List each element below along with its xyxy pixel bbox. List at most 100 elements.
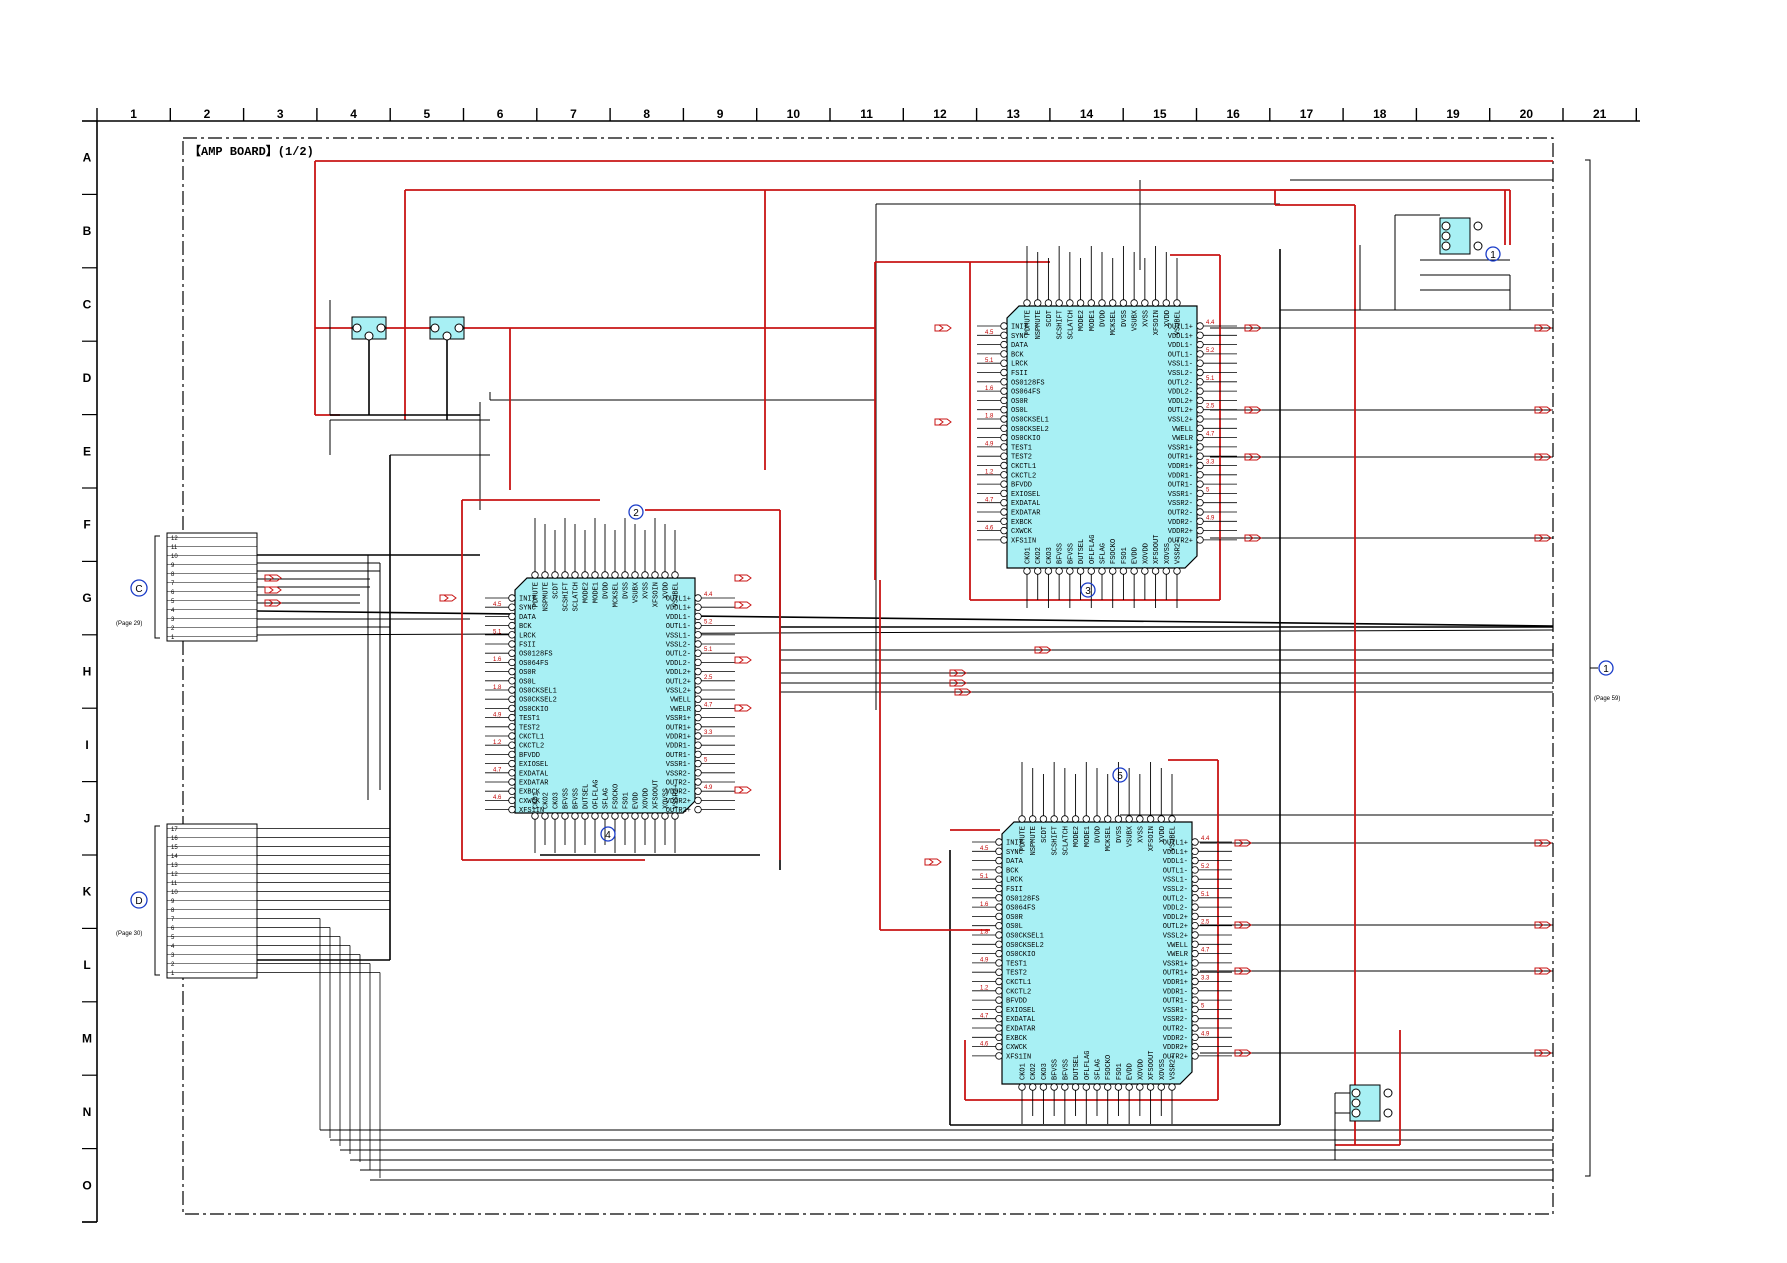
ic-pin-label: VSSL1- — [1168, 361, 1193, 369]
regulator-2 — [429, 316, 465, 341]
ic-pin-label: SFLAG — [1095, 1059, 1103, 1080]
ic-pin-label: VDDR2+ — [1163, 1044, 1188, 1052]
ic-pin-label: VDDL1- — [1168, 342, 1193, 350]
ic-pin-label: TEST1 — [1011, 444, 1032, 452]
ic-pin-label: VSSL1- — [1163, 877, 1188, 885]
ic-pin-label: FSII — [1006, 886, 1023, 894]
column-label: 16 — [1226, 107, 1240, 121]
ic-pin-label: OUTL2- — [1168, 379, 1193, 387]
ic-pin-label: XFS1IN — [519, 807, 544, 815]
ic-pin-label: VSUBX — [1132, 309, 1140, 331]
ic-pin-label: XVDD — [663, 582, 671, 599]
ic-pin-label: BFVDD — [1006, 998, 1027, 1006]
ic-pin-label: CKO2 — [1035, 547, 1043, 564]
ic-pin-label: CKCTL2 — [519, 743, 544, 751]
voltage-label: 1.6 — [980, 902, 989, 908]
voltage-label: 4.9 — [1201, 1031, 1210, 1037]
ic-pin-label: VSSR1+ — [666, 715, 691, 723]
ic-pin-label: VDDL2+ — [666, 669, 691, 677]
voltage-label: 4.9 — [980, 958, 989, 964]
ic-pin-label: VDDL1+ — [1168, 333, 1193, 341]
voltage-label: 4.4 — [704, 592, 713, 598]
ic-pin-label: VSSL2+ — [1168, 417, 1193, 425]
ic-pin-label: DVDD — [603, 582, 611, 599]
column-label: 1 — [130, 107, 137, 121]
ic-pin-label: SCSHIFT — [1057, 310, 1065, 339]
voltage-label: 5.1 — [980, 874, 989, 880]
connector-pin-number: 16 — [171, 836, 178, 842]
row-label: G — [82, 591, 91, 605]
voltage-label: 1.8 — [985, 414, 994, 420]
ic-pin-label: OS0L — [519, 678, 536, 686]
ic-pin-label: XVSS — [1137, 826, 1145, 843]
svg-text:3: 3 — [1085, 586, 1091, 597]
ic-pin-label: PDMUTE — [1020, 826, 1028, 851]
ic-pin-label: VDDL2+ — [1163, 914, 1188, 922]
ic-pin-label: DVDD — [1100, 310, 1108, 327]
ic-pin-label: SYNC — [1006, 849, 1023, 857]
ic-pin-label: FSII — [1011, 370, 1028, 378]
ic-pin-label: DATA — [519, 614, 537, 622]
voltage-label: 1.2 — [980, 986, 989, 992]
ic-pin-label: FSO1 — [1116, 1063, 1124, 1080]
ic-pin-label: CKCTL2 — [1006, 988, 1031, 996]
ic-pin-label: BFVSS — [1067, 543, 1075, 564]
ic-pin-label: VDDL2- — [1163, 905, 1188, 913]
ic-pin-label: NSPMUTE — [1035, 310, 1043, 339]
ic-pin-label: VDDL1+ — [666, 605, 691, 613]
ic-pin-label: CXWCK — [519, 798, 541, 806]
ic-pin-label: DATA — [1011, 342, 1029, 350]
ic-pin-label: CXWCK — [1006, 1044, 1028, 1052]
row-label: K — [83, 885, 92, 899]
voltage-label: 1.8 — [980, 930, 989, 936]
ic-pin-label: OUTL2- — [1163, 895, 1188, 903]
ic-pin-label: CKO2 — [543, 792, 551, 809]
marker-2: 2 — [628, 504, 644, 520]
voltage-label: 4.9 — [1206, 515, 1215, 521]
black-wiring — [256, 179, 1554, 1181]
ic-pin-label: NSPMUTE — [543, 582, 551, 611]
ic-pin-label: VSUBX — [1127, 825, 1135, 847]
ic-pin-label: SYNC — [1011, 333, 1028, 341]
connector-pin-number: 3 — [171, 953, 175, 959]
ic-pin-label: VDDR2+ — [666, 798, 691, 806]
ic-pin-label: OUTL2+ — [1163, 923, 1188, 931]
output-bracket — [1585, 159, 1591, 1177]
out1-connector-circle — [1598, 660, 1614, 676]
ic-pin-label: VDDL1- — [1163, 858, 1188, 866]
ic-pin-label: FSO1 — [1121, 547, 1129, 564]
ic-pin-label: VDDR1+ — [666, 734, 691, 742]
ic-pin-label: VWELL — [1172, 426, 1193, 434]
voltage-label: 5 — [1201, 1003, 1205, 1009]
ic-pin-label: DUTSEL — [1078, 539, 1086, 564]
voltage-label: 5.1 — [493, 630, 502, 636]
ic-pin-label: OFLFLAG — [1089, 535, 1097, 564]
voltage-label: 4.9 — [493, 712, 502, 718]
ic-pin-label: OUTR1- — [1163, 998, 1188, 1006]
ic-pin-label: DVDD — [1095, 826, 1103, 843]
connector-pin-number: 6 — [171, 590, 175, 596]
ic-pin-label: XFS1IN — [1006, 1053, 1031, 1061]
ic-pin-label: OS0R — [1006, 914, 1024, 922]
ic-pin-label: FSO1 — [623, 792, 631, 809]
ic-pin-label: OS0CKSEL2 — [1011, 426, 1049, 434]
ic-pin-label: FSOCKO — [1105, 1055, 1113, 1080]
out1-connector-label: 1 — [1603, 664, 1609, 675]
ic-pin-label: PDMUTE — [1025, 310, 1033, 335]
red-power-traces — [314, 160, 1553, 1146]
ic-pin-label: VSSR2- — [666, 770, 691, 778]
ic-pin-label: EXIOSEL — [1011, 491, 1040, 499]
ic-pin-label: VSUBEL — [673, 582, 681, 607]
ic-pin-label: OUTR2+ — [666, 807, 691, 815]
ic-pin-label: VSSL1- — [666, 632, 691, 640]
ic-pin-label: LRCK — [519, 632, 537, 640]
row-label: H — [83, 665, 92, 679]
ic-pin-label: OUTR2+ — [1168, 537, 1193, 545]
connector-pin-number: 8 — [171, 908, 175, 914]
ic-pin-label: MODE1 — [1084, 826, 1092, 847]
ic-pin-label: VSSR2+ — [1175, 539, 1183, 564]
ic-pin-label: XFSOOUT — [1148, 1051, 1156, 1080]
ic-pin-label: VSSR1- — [666, 761, 691, 769]
connector-c-circle — [130, 579, 148, 597]
